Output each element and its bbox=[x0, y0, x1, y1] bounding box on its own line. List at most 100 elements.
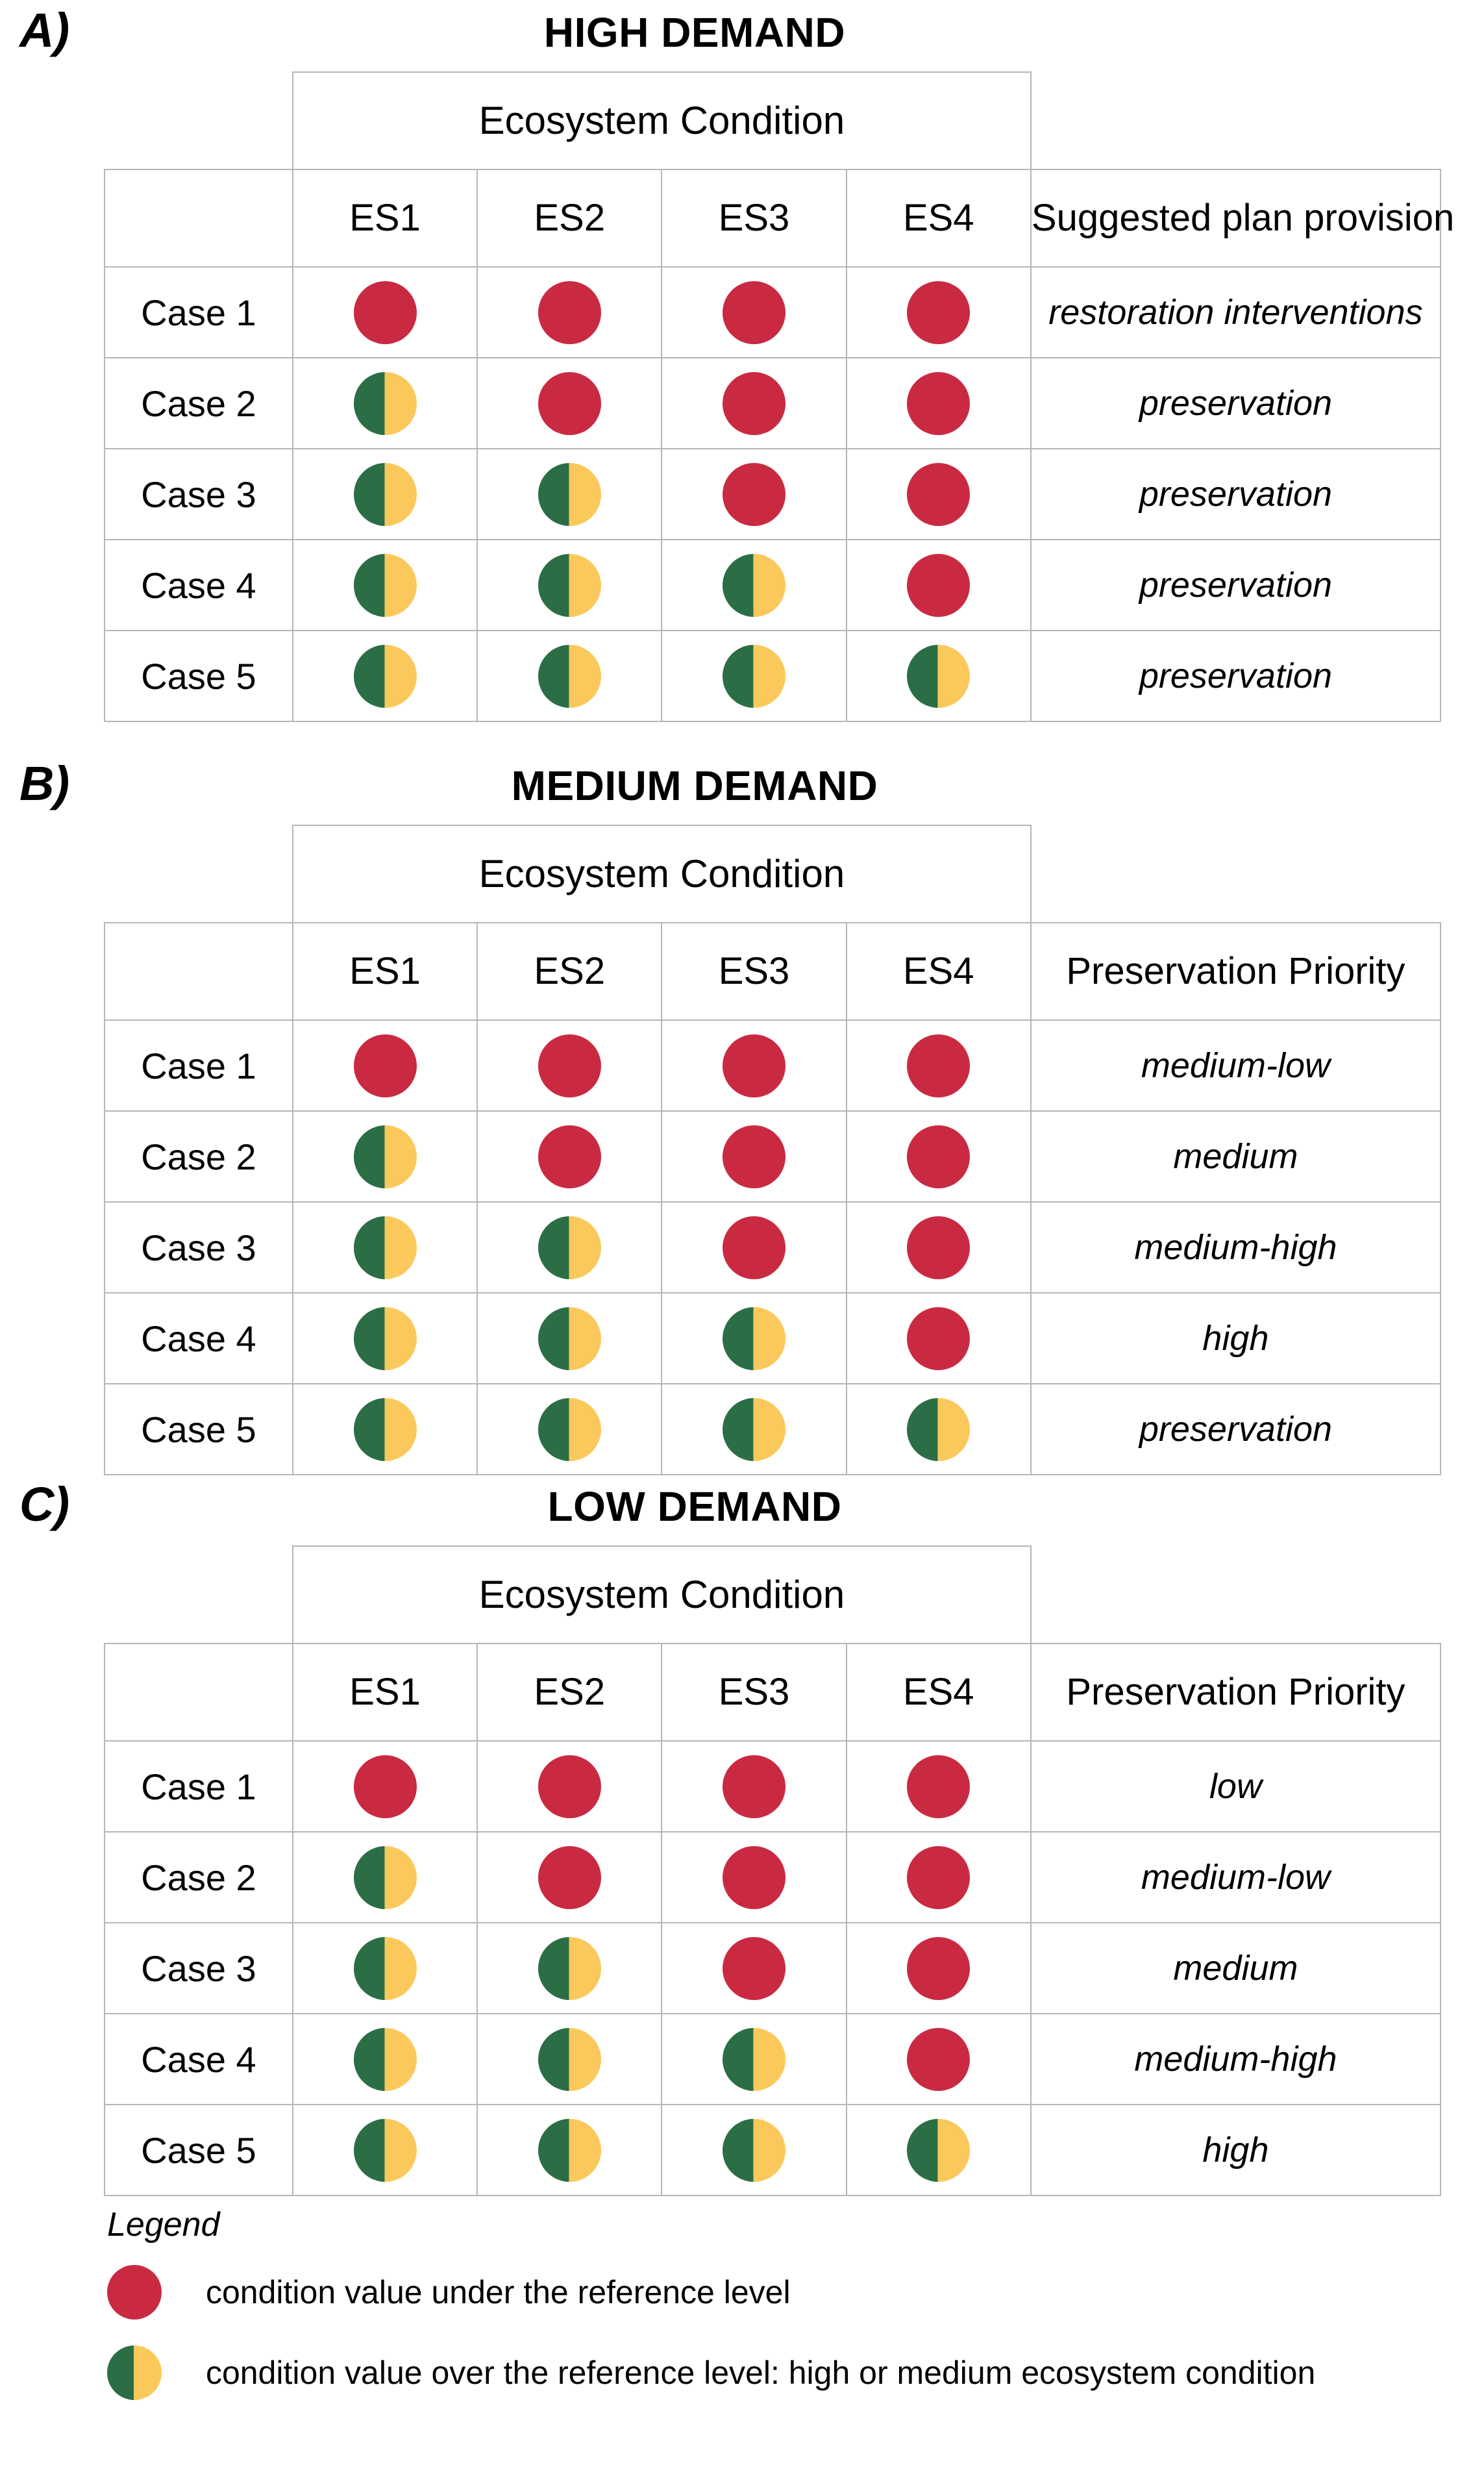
over-reference-dot-icon bbox=[538, 1936, 601, 2000]
under-reference-dot-icon bbox=[538, 1034, 601, 1097]
under-reference-dot-icon bbox=[353, 1755, 417, 1818]
panel-title: HIGH DEMAND bbox=[543, 9, 846, 56]
under-reference-dot-icon bbox=[907, 553, 971, 617]
condition-cell-es2 bbox=[476, 1019, 663, 1112]
condition-cell-es3 bbox=[661, 1922, 847, 2014]
condition-cell-es1 bbox=[291, 357, 478, 449]
group-header-row: Ecosystem Condition bbox=[105, 1545, 1441, 1644]
es-header-1: ES1 bbox=[291, 169, 478, 268]
spacer-cell bbox=[105, 1546, 293, 1644]
condition-cell-es4 bbox=[845, 357, 1032, 449]
case-label: Case 3 bbox=[104, 1922, 293, 2014]
under-reference-dot-icon bbox=[907, 1034, 971, 1097]
case-label: Case 4 bbox=[104, 1292, 293, 1384]
es-header-1: ES1 bbox=[291, 922, 478, 1021]
condition-cell-es4 bbox=[845, 539, 1032, 631]
over-reference-dot-icon bbox=[723, 644, 785, 708]
spacer-cell bbox=[105, 72, 293, 169]
legend-title: Legend bbox=[107, 2206, 220, 2244]
under-reference-dot-icon bbox=[353, 1034, 417, 1097]
spacer-cell bbox=[1031, 72, 1441, 169]
under-reference-dot-icon bbox=[907, 1216, 971, 1279]
over-reference-dot-icon bbox=[353, 553, 417, 617]
under-reference-dot-icon bbox=[107, 2265, 162, 2320]
over-reference-dot-icon bbox=[538, 1216, 601, 1279]
condition-cell-es1 bbox=[291, 1383, 478, 1475]
case-label: Case 3 bbox=[104, 448, 293, 540]
condition-cell-es2 bbox=[476, 1201, 663, 1294]
condition-cell-es3 bbox=[661, 1831, 847, 1923]
condition-cell-es4 bbox=[845, 1383, 1032, 1475]
condition-cell-es2 bbox=[476, 2104, 663, 2196]
case-column-header bbox=[104, 922, 293, 1021]
over-reference-dot-icon bbox=[723, 2118, 785, 2182]
spacer-cell bbox=[105, 825, 293, 923]
condition-cell-es1 bbox=[291, 1110, 478, 1203]
under-reference-dot-icon bbox=[723, 462, 785, 526]
condition-cell-es3 bbox=[661, 1292, 847, 1384]
under-reference-dot-icon bbox=[723, 371, 785, 435]
legend-label: condition value over the reference level… bbox=[206, 2355, 1316, 2391]
case-label: Case 4 bbox=[104, 2013, 293, 2105]
result-column-header: Suggested plan provision bbox=[1030, 169, 1454, 268]
over-reference-dot-icon bbox=[538, 2027, 601, 2091]
under-reference-dot-icon bbox=[723, 1845, 785, 1909]
es-header-1: ES1 bbox=[291, 1643, 478, 1742]
condition-cell-es3 bbox=[661, 357, 847, 449]
condition-cell-es1 bbox=[291, 2104, 478, 2196]
legend-entry: condition value under the reference leve… bbox=[107, 2265, 791, 2320]
under-reference-dot-icon bbox=[723, 1216, 785, 1279]
case-label: Case 5 bbox=[104, 630, 293, 722]
panel-letter: B) bbox=[19, 757, 69, 810]
over-reference-dot-icon bbox=[538, 1397, 601, 1461]
condition-cell-es3 bbox=[661, 1740, 847, 1832]
over-reference-dot-icon bbox=[353, 1216, 417, 1279]
group-header-row: Ecosystem Condition bbox=[105, 825, 1441, 923]
case-column-header bbox=[104, 1643, 293, 1742]
legend-label: condition value under the reference leve… bbox=[206, 2274, 791, 2310]
case-column-header bbox=[104, 169, 293, 268]
condition-cell-es3 bbox=[661, 266, 847, 358]
condition-cell-es1 bbox=[291, 1019, 478, 1112]
over-reference-dot-icon bbox=[538, 553, 601, 617]
over-reference-dot-icon bbox=[907, 644, 971, 708]
condition-cell-es1 bbox=[291, 1740, 478, 1832]
over-reference-dot-icon bbox=[538, 2118, 601, 2182]
condition-cell-es4 bbox=[845, 1292, 1032, 1384]
result-column-header: Preservation Priority bbox=[1030, 1643, 1442, 1742]
result-column-header: Preservation Priority bbox=[1030, 922, 1442, 1021]
case-label: Case 2 bbox=[104, 1831, 293, 1923]
under-reference-dot-icon bbox=[723, 1755, 785, 1818]
condition-cell-es1 bbox=[291, 2013, 478, 2105]
condition-cell-es1 bbox=[291, 1831, 478, 1923]
over-reference-dot-icon bbox=[538, 462, 601, 526]
ecosystem-condition-header: Ecosystem Condition bbox=[291, 1545, 1032, 1644]
result-value: medium-high bbox=[1030, 1201, 1442, 1294]
condition-cell-es1 bbox=[291, 1922, 478, 2014]
under-reference-dot-icon bbox=[723, 281, 785, 344]
case-label: Case 3 bbox=[104, 1201, 293, 1294]
condition-cell-es2 bbox=[476, 1740, 663, 1832]
condition-cell-es3 bbox=[661, 2013, 847, 2105]
condition-cell-es4 bbox=[845, 1201, 1032, 1294]
over-reference-dot-icon bbox=[353, 371, 417, 435]
under-reference-dot-icon bbox=[907, 281, 971, 344]
es-header-2: ES2 bbox=[476, 1643, 663, 1742]
result-value: medium-low bbox=[1030, 1019, 1442, 1112]
over-reference-dot-icon bbox=[907, 2118, 971, 2182]
condition-cell-es1 bbox=[291, 1201, 478, 1294]
result-value: preservation bbox=[1030, 448, 1442, 540]
condition-cell-es2 bbox=[476, 2013, 663, 2105]
under-reference-dot-icon bbox=[538, 1845, 601, 1909]
